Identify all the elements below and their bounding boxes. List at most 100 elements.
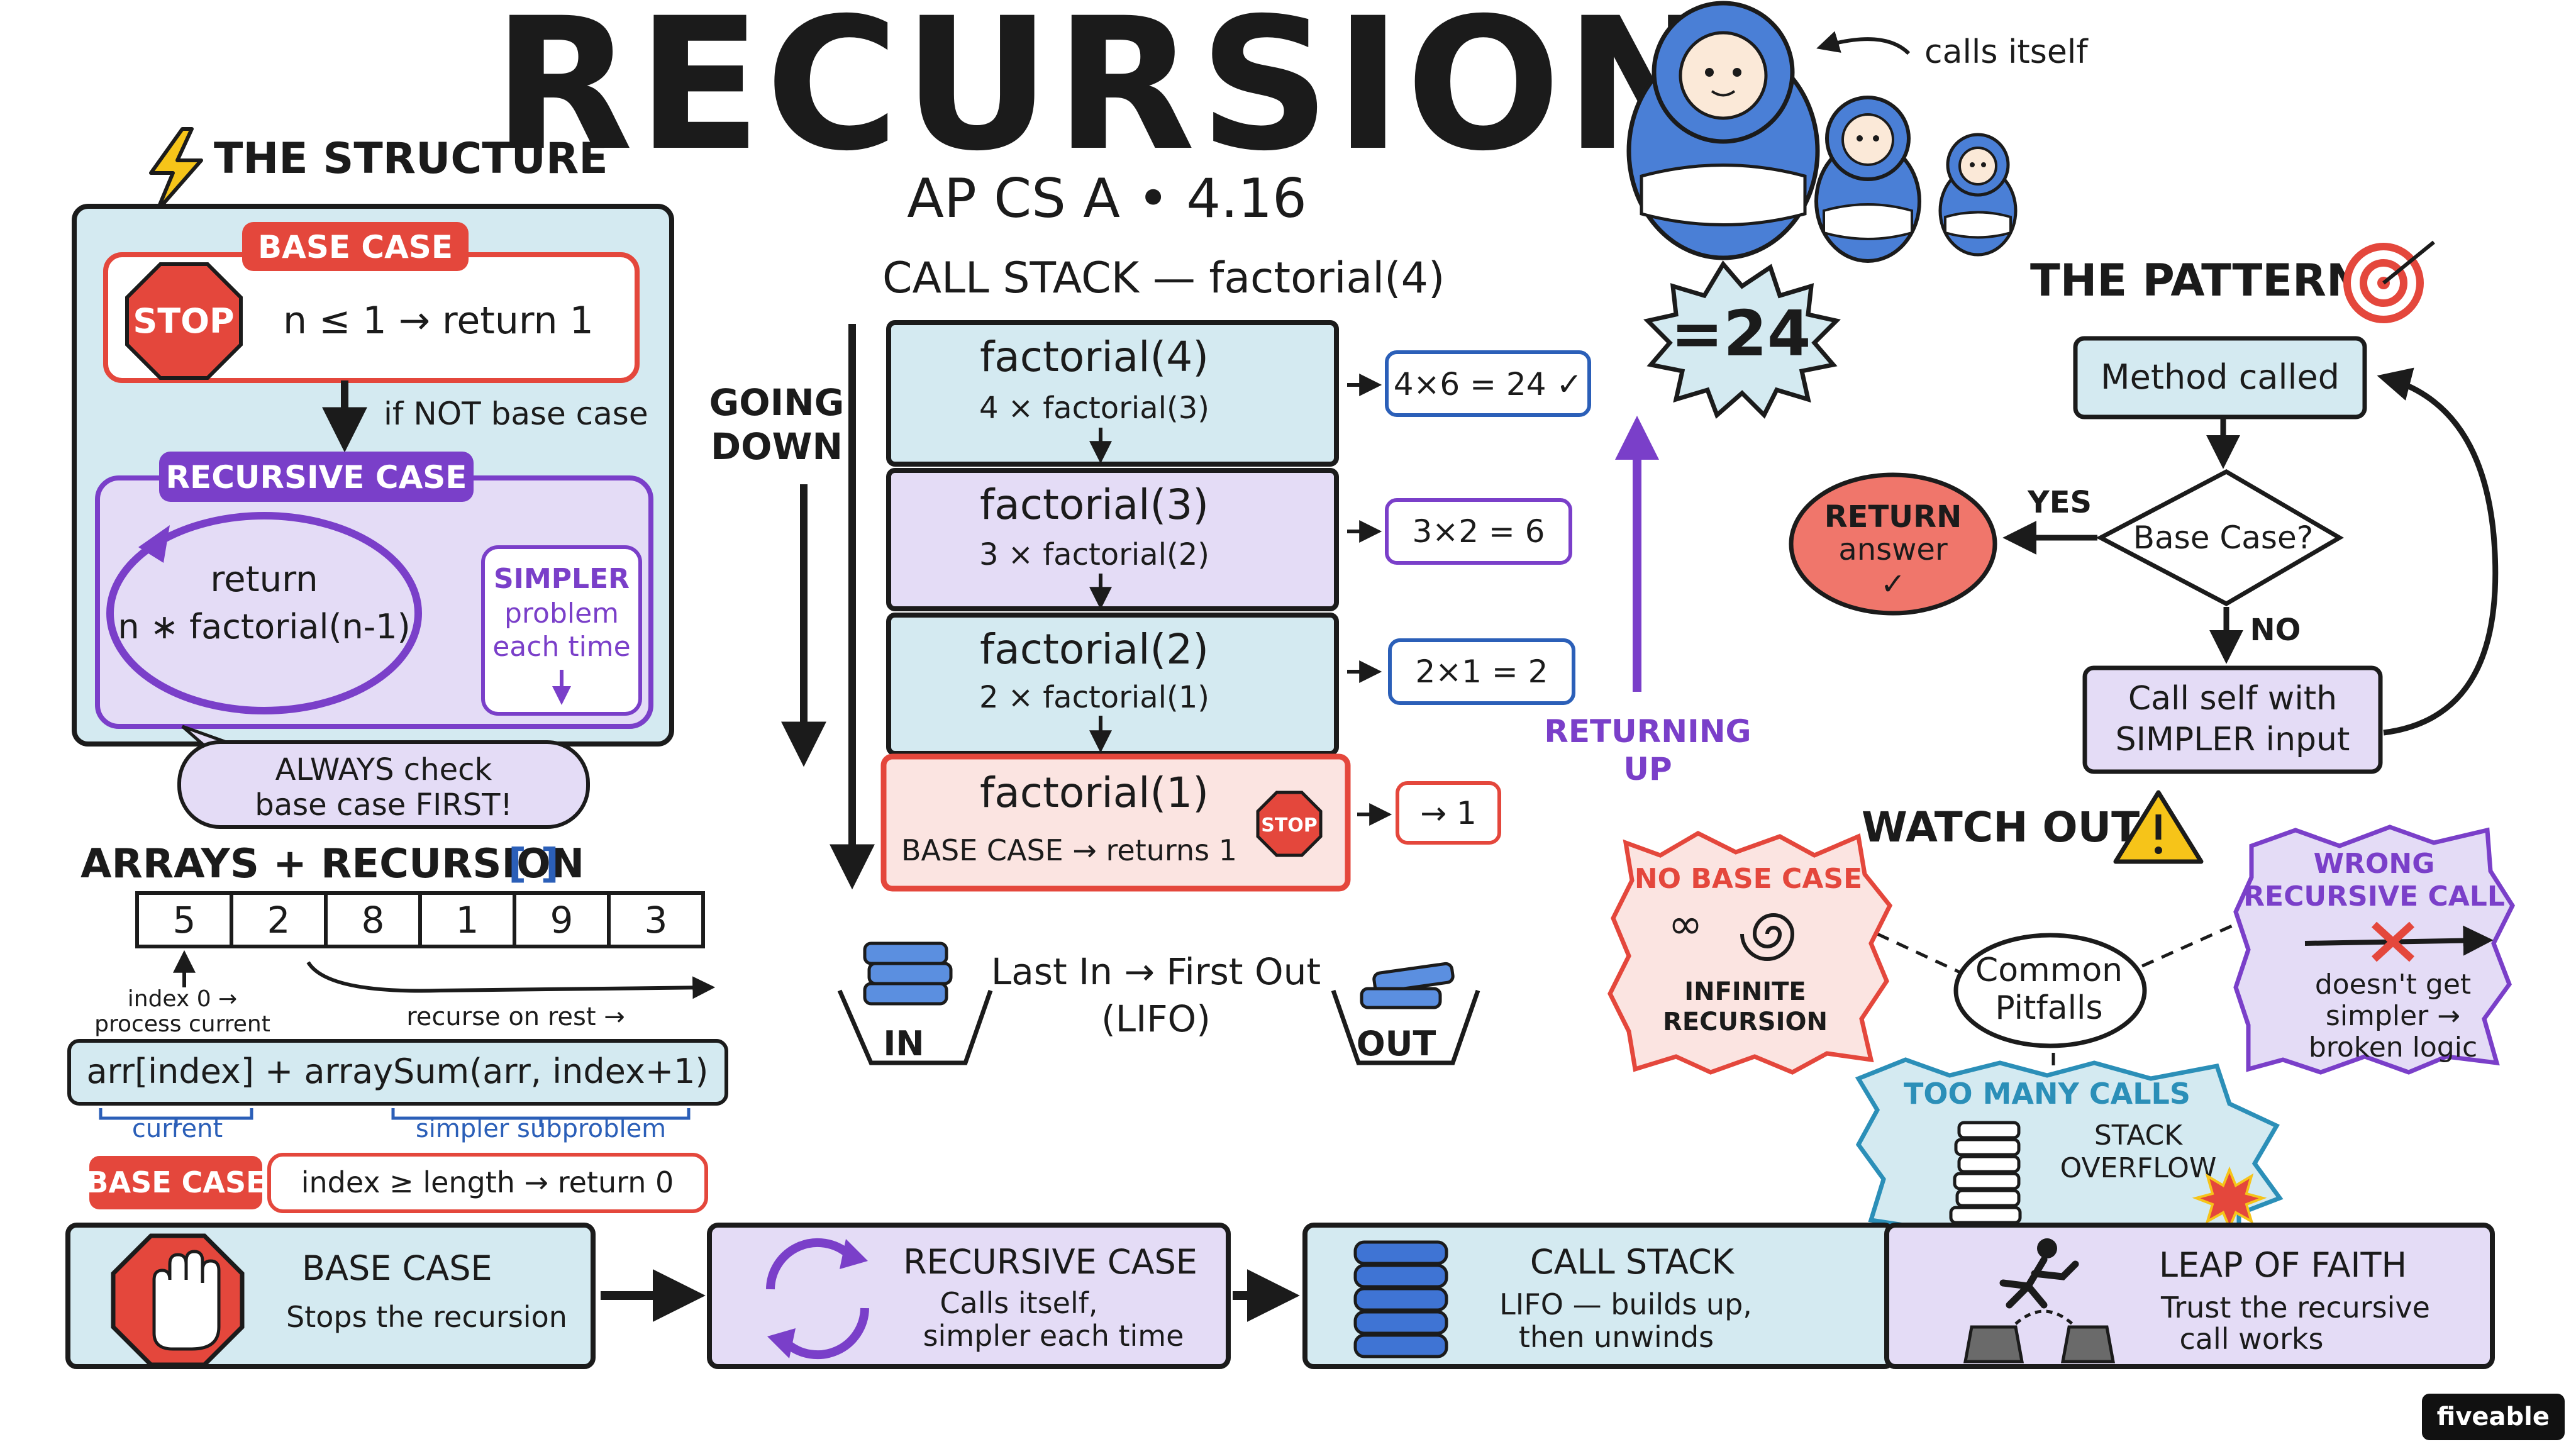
infinite-recursion-line-2: RECURSION: [1663, 1008, 1828, 1036]
stop-sign-icon: [1256, 791, 1323, 857]
leap-icon: [1963, 1238, 2115, 1363]
always-check-line-2: base case FIRST!: [255, 787, 512, 823]
summary-card: [1884, 1223, 2495, 1369]
summary-title: LEAP OF FAITH: [2159, 1245, 2407, 1285]
array-cell: [135, 891, 233, 948]
simpler-line-3: each time: [492, 631, 631, 663]
simpler-bracket: [391, 1108, 691, 1127]
if-not-base-label: if NOT base case: [384, 396, 648, 432]
summary-card: [707, 1223, 1231, 1369]
array-base-case-box: [267, 1153, 708, 1213]
method-called-box: [2073, 336, 2367, 419]
simpler-note: [481, 545, 642, 716]
stack-overflow-line-2: OVERFLOW: [2060, 1152, 2217, 1184]
base-case-tag-label: BASE CASE: [258, 229, 453, 265]
in-label: IN: [883, 1024, 924, 1063]
pitfalls-line-2: Pitfalls: [1995, 989, 2102, 1027]
result-burst: [1643, 260, 1841, 419]
pitfall-connector: [1876, 932, 1967, 977]
page-subtitle: AP CS A • 4.16: [907, 167, 1307, 230]
recurse-note: recurse on rest →: [406, 1002, 625, 1031]
cycle-loop-icon: [106, 512, 422, 714]
frame-result: 3×2 = 6: [1412, 513, 1545, 550]
summary-line: Trust the recursive: [2160, 1291, 2430, 1324]
stack-icon: [1353, 1240, 1448, 1358]
structure-section: THE STRUCTURE BASE CASE STOP n ≤ 1 → ret…: [72, 127, 674, 829]
summary-line: simpler each time: [923, 1319, 1184, 1353]
return-answer-line-2: answer: [1838, 532, 1948, 567]
frame-call: factorial(2): [980, 625, 1209, 674]
call-stack-section: CALL STACK — factorial(4) GOING DOWN fac…: [709, 253, 1841, 1065]
array-cell: [324, 891, 422, 948]
tall-stack-icon: [1949, 1121, 2022, 1224]
too-many-calls-title: TOO MANY CALLS: [1904, 1077, 2190, 1111]
summary-title: BASE CASE: [302, 1248, 492, 1288]
return-answer-line-1: RETURN: [1824, 499, 1962, 535]
array-value: 9: [550, 899, 574, 941]
current-bracket: [99, 1108, 253, 1127]
cycle-arrows-icon: [766, 1238, 869, 1360]
frame-call: factorial(3): [980, 480, 1209, 529]
target-icon: [2343, 240, 2435, 323]
array-cells: 5 2 8 1 9 3: [135, 891, 705, 948]
array-base-case-rule: index ≥ length → return 0: [301, 1165, 674, 1199]
going-down-line-2: DOWN: [711, 425, 843, 468]
frame-result-box: [1385, 350, 1591, 417]
summary-title: RECURSIVE CASE: [903, 1242, 1197, 1282]
always-check-line-1: ALWAYS check: [275, 752, 492, 787]
calls-itself-arrow: [1816, 31, 1911, 55]
returning-up-line-2: UP: [1623, 751, 1672, 787]
call-stack-heading: CALL STACK — factorial(4): [882, 253, 1445, 303]
call-self-line-2: SIMPLER input: [2116, 721, 2350, 758]
stack-frame: [886, 613, 1339, 756]
frame-call: factorial(1): [980, 769, 1209, 817]
wrong-call-line-2: simpler →: [2326, 1000, 2460, 1032]
summary-title: CALL STACK: [1530, 1242, 1735, 1282]
array-cell: [607, 891, 705, 948]
stack-frame: [886, 468, 1339, 611]
arrays-heading: ARRAYS + RECURSION: [80, 841, 584, 887]
final-result: =24: [1671, 297, 1811, 370]
recursive-case-tag: [159, 452, 474, 502]
array-base-case-tag-label: BASE CASE: [86, 1165, 265, 1199]
going-down-line-1: GOING: [709, 381, 845, 424]
red-x-icon: [2371, 921, 2415, 962]
call-self-line-1: Call self with: [2128, 680, 2337, 718]
wrong-call-line-1: doesn't get: [2315, 969, 2471, 1001]
return-line-1: return: [210, 559, 318, 600]
pitfalls-cloud: [1953, 933, 2147, 1048]
frame-expr: 2 × factorial(1): [979, 680, 1209, 715]
stop-sign-icon: [125, 262, 243, 380]
base-case-decision: [2096, 469, 2344, 606]
summary-line: then unwinds: [1519, 1320, 1714, 1354]
base-case-tag: [242, 222, 469, 271]
fiveable-logo: fiveable: [2421, 1394, 2565, 1440]
pitfalls-line-1: Common: [1975, 952, 2123, 989]
summary-line: Stops the recursion: [286, 1300, 567, 1334]
spiral-icon: [1740, 913, 1795, 961]
brackets-icon: [ ]: [508, 841, 559, 887]
stop-sign-label: STOP: [133, 301, 234, 341]
index-note-line-1: index 0 →: [128, 986, 237, 1012]
frame-result: → 1: [1420, 795, 1477, 831]
no-label: NO: [2250, 613, 2301, 648]
array-value: 3: [645, 899, 668, 941]
array-value: 8: [362, 899, 385, 941]
calls-itself-caption: calls itself: [1924, 33, 2089, 71]
stack-frame: [886, 320, 1339, 467]
wrong-call-burst: [2233, 824, 2516, 1075]
frame-expr: 3 × factorial(2): [979, 537, 1209, 572]
summary-line: call works: [2180, 1322, 2324, 1356]
pitfall-connector: [2121, 919, 2243, 977]
cycle-arrowhead-icon: [138, 525, 170, 563]
array-value: 2: [267, 899, 291, 941]
array-cell: [513, 891, 611, 948]
frame-result: 4×6 = 24 ✓: [1394, 366, 1583, 402]
watch-out-heading: WATCH OUT!: [1862, 803, 2158, 852]
infinite-recursion-line-1: INFINITE: [1684, 977, 1806, 1006]
base-case-question: Base Case?: [2133, 519, 2314, 556]
pattern-section: THE PATTERN Method called Base Case? YES…: [1789, 240, 2499, 774]
out-label: OUT: [1357, 1024, 1436, 1063]
return-answer-check: ✓: [1880, 567, 1906, 602]
stack-frame-base: [880, 753, 1351, 892]
